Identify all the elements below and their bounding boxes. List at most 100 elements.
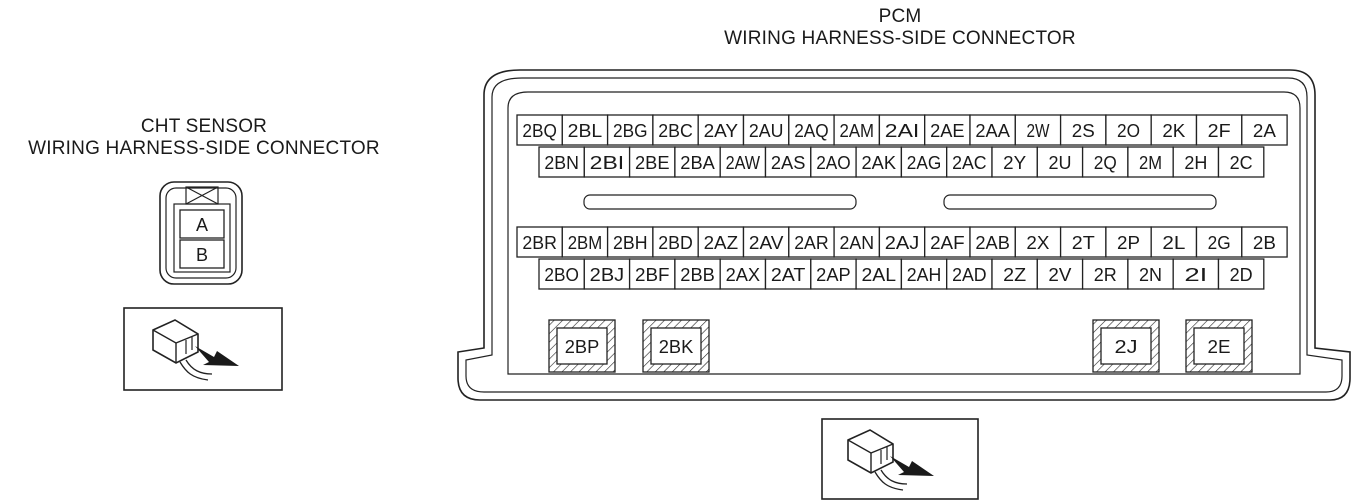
pcm-pin-label: 2AE xyxy=(930,121,965,141)
pcm-pin-cell xyxy=(606,114,654,146)
pcm-pin-label: 2BP xyxy=(565,337,600,357)
pcm-pin-2l: 2L xyxy=(1150,226,1198,258)
pcm-pin-label: 2AW xyxy=(726,153,761,173)
pcm-pin-2bm: 2BM xyxy=(561,226,609,258)
pcm-pin-2be: 2BE xyxy=(628,146,676,178)
pcm-pin-label: 2BJ xyxy=(590,265,625,285)
pcm-pin-cell xyxy=(1217,258,1265,290)
pcm-pin-2ax: 2AX xyxy=(719,258,767,290)
pcm-pin-label: 2AU xyxy=(749,121,784,141)
pcm-pin-cell xyxy=(561,114,609,146)
pcm-latch-slot-left xyxy=(583,194,857,210)
pcm-pin-2o: 2O xyxy=(1105,114,1152,146)
pcm-pin-label: 2I xyxy=(1184,265,1207,285)
cht-pin-a: A xyxy=(196,215,208,235)
pcm-pin-label: 2H xyxy=(1184,153,1207,173)
pcm-pin-label: 2BR xyxy=(522,233,557,253)
pcm-pin-2g: 2G xyxy=(1195,226,1243,258)
pcm-pin-label: 2AV xyxy=(749,233,784,253)
pcm-pin-cell xyxy=(855,146,903,178)
pcm-pin-2c: 2C xyxy=(1217,146,1265,178)
pcm-pin-cell xyxy=(556,327,608,365)
pcm-pin-cell xyxy=(1195,114,1243,146)
pcm-pin-2a: 2A xyxy=(1241,114,1288,146)
pcm-pin-label: 2BM xyxy=(568,233,603,253)
pcm-pin-2h: 2H xyxy=(1172,146,1220,178)
pcm-pin-2al: 2AL xyxy=(855,258,903,290)
pcm-pin-2w: 2W xyxy=(1014,114,1062,146)
pcm-pin-cell xyxy=(1217,146,1265,178)
pcm-housing-inner-rim xyxy=(465,77,1343,393)
pcm-pin-2bi: 2BI xyxy=(583,146,631,178)
pcm-pin-cell xyxy=(1127,146,1174,178)
pcm-pin-label: 2O xyxy=(1117,121,1140,141)
pcm-pin-label: 2AL xyxy=(862,265,897,285)
pcm-pin-cell xyxy=(788,226,835,258)
pcm-pin-label: 2BH xyxy=(613,233,648,253)
pcm-pin-cell xyxy=(991,258,1038,290)
pcm-pin-2z: 2Z xyxy=(991,258,1038,290)
pcm-pin-label: 2BO xyxy=(544,265,579,285)
pcm-pin-label: 2AN xyxy=(840,233,875,253)
pcm-housing-outer xyxy=(457,69,1351,401)
pcm-housing-inner-wall xyxy=(507,91,1301,375)
pcm-pin-cell xyxy=(788,114,835,146)
pcm-pin-cell xyxy=(538,258,585,290)
pcm-pin-label: 2D xyxy=(1230,265,1253,285)
pcm-pin-label: 2AK xyxy=(862,153,897,173)
pcm-housing xyxy=(457,69,1351,401)
pcm-pin-2ah: 2AH xyxy=(900,258,948,290)
pcm-pin-label: 2AR xyxy=(794,233,829,253)
pcm-pin-cell xyxy=(628,258,676,290)
pcm-pin-2bg: 2BG xyxy=(606,114,654,146)
pcm-pin-label: 2BQ xyxy=(522,121,557,141)
pcm-pin-cell xyxy=(1127,258,1174,290)
pcm-pin-label: 2AA xyxy=(975,121,1010,141)
pcm-pin-cell xyxy=(1150,226,1198,258)
pcm-pin-cell xyxy=(1172,258,1220,290)
pcm-pin-label: 2V xyxy=(1048,265,1071,285)
pcm-pin-2d: 2D xyxy=(1217,258,1265,290)
pcm-pin-label: 2BN xyxy=(544,153,579,173)
pcm-pin-2bf: 2BF xyxy=(628,258,676,290)
pcm-pin-2as: 2AS xyxy=(764,146,812,178)
pcm-pin-label: 2J xyxy=(1115,337,1138,357)
pcm-pin-cell xyxy=(1036,258,1084,290)
pcm-pin-2am: 2AM xyxy=(833,114,881,146)
pcm-pin-label: 2AG xyxy=(907,153,942,173)
pcm-pin-2af: 2AF xyxy=(924,226,971,258)
pcm-pin-cell xyxy=(900,146,948,178)
pcm-pin-label: 2AC xyxy=(952,153,987,173)
cht-pin-a-cell xyxy=(179,209,225,239)
pcm-pin-label: 2AI xyxy=(885,121,920,141)
pcm-pin-label: 2C xyxy=(1230,153,1253,173)
pcm-arrow-icon xyxy=(890,456,934,476)
pcm-pin-cell xyxy=(1105,226,1152,258)
pcm-pin-label: 2W xyxy=(1026,121,1049,141)
pcm-pin-cell xyxy=(1036,146,1084,178)
pcm-pin-cell xyxy=(652,226,699,258)
pcm-pin-2aq: 2AQ xyxy=(788,114,835,146)
pcm-pin-label: 2R xyxy=(1094,265,1117,285)
pcm-pin-label: 2BG xyxy=(613,121,648,141)
pcm-pin-2ae: 2AE xyxy=(924,114,971,146)
pcm-pin-cell xyxy=(1241,114,1288,146)
cht-pin-frame xyxy=(173,203,231,273)
pcm-pin-label: 2AM xyxy=(840,121,875,141)
pcm-view-indicator xyxy=(821,418,979,500)
pcm-pin-2t: 2T xyxy=(1059,226,1107,258)
pcm-pin-2ap: 2AP xyxy=(810,258,857,290)
pcm-pin-2ay: 2AY xyxy=(697,114,745,146)
pcm-pin-label: 2L xyxy=(1162,233,1185,253)
pcm-pin-2ac: 2AC xyxy=(946,146,993,178)
pcm-pin-2aj: 2AJ xyxy=(878,226,926,258)
pcm-pin-2br: 2BR xyxy=(516,226,563,258)
pcm-pin-label: 2BB xyxy=(680,265,715,285)
cht-arrow-icon xyxy=(195,346,239,366)
pcm-pin-label: 2Q xyxy=(1094,153,1117,173)
pcm-pin-2az: 2AZ xyxy=(697,226,745,258)
pcm-pin-2q: 2Q xyxy=(1081,146,1129,178)
pcm-pin-2bp: 2BP xyxy=(548,319,616,373)
pcm-pin-2bn: 2BN xyxy=(538,146,585,178)
cht-connector-outer-shell xyxy=(159,181,243,285)
